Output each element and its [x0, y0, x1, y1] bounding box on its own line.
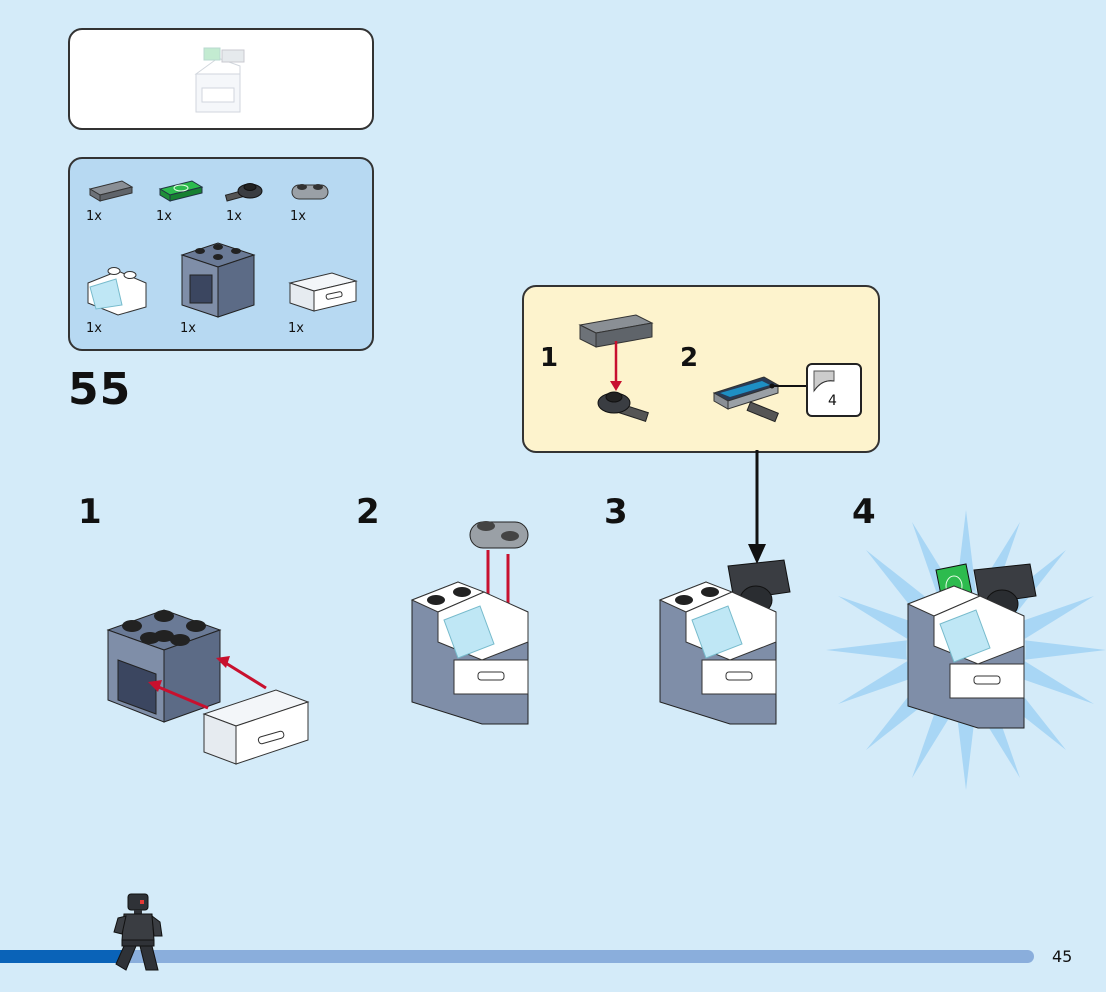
substep-4-diagram	[906, 563, 1037, 729]
part-qty: 1x	[180, 321, 196, 336]
cash-register-preview-image	[194, 47, 245, 113]
substep-3-diagram	[658, 559, 791, 725]
running-robot-icon	[113, 893, 163, 971]
part-qty: 1x	[226, 209, 242, 224]
gray-tile-part	[88, 180, 134, 202]
substep-4-number: 4	[852, 492, 876, 532]
progress-fill	[0, 950, 124, 963]
part-qty: 1x	[156, 209, 172, 224]
substep-2-number: 2	[356, 492, 380, 532]
part-qty: 1x	[288, 321, 304, 336]
white-drawer-part	[288, 272, 358, 312]
model-preview-box	[68, 28, 374, 130]
subassembly-callout: 1 2 4	[522, 285, 880, 453]
register-slope-brick-part	[87, 267, 147, 316]
cabinet-frame-part	[180, 242, 256, 318]
callout-step-1: 1	[540, 343, 559, 373]
progress-track	[0, 950, 1034, 963]
money-tile-part	[158, 180, 204, 202]
callout-step-2: 2	[680, 343, 699, 373]
callout-step-1-diagram	[578, 314, 654, 422]
page-number: 45	[1052, 947, 1073, 966]
step-number: 55	[68, 364, 132, 415]
sticker-callout-line	[769, 383, 806, 389]
part-qty: 1x	[86, 209, 102, 224]
sticker-peel-icon	[813, 370, 835, 393]
substep-1-diagram	[106, 609, 310, 765]
sticker-sheet-indicator: 4	[806, 363, 862, 417]
gray-2-stud-plate-part	[291, 184, 329, 200]
callout-step-2-diagram	[712, 376, 780, 423]
substep-1-number: 1	[78, 492, 102, 532]
part-qty: 1x	[86, 321, 102, 336]
black-clip-plate-part	[224, 183, 263, 202]
substep-2-diagram	[410, 521, 529, 725]
parts-list-box: 1x 1x 1x 1x 1x 1x	[68, 157, 374, 351]
substep-3-number: 3	[604, 492, 628, 532]
sticker-number: 4	[828, 393, 837, 409]
callout-arrow	[748, 450, 766, 564]
part-qty: 1x	[290, 209, 306, 224]
